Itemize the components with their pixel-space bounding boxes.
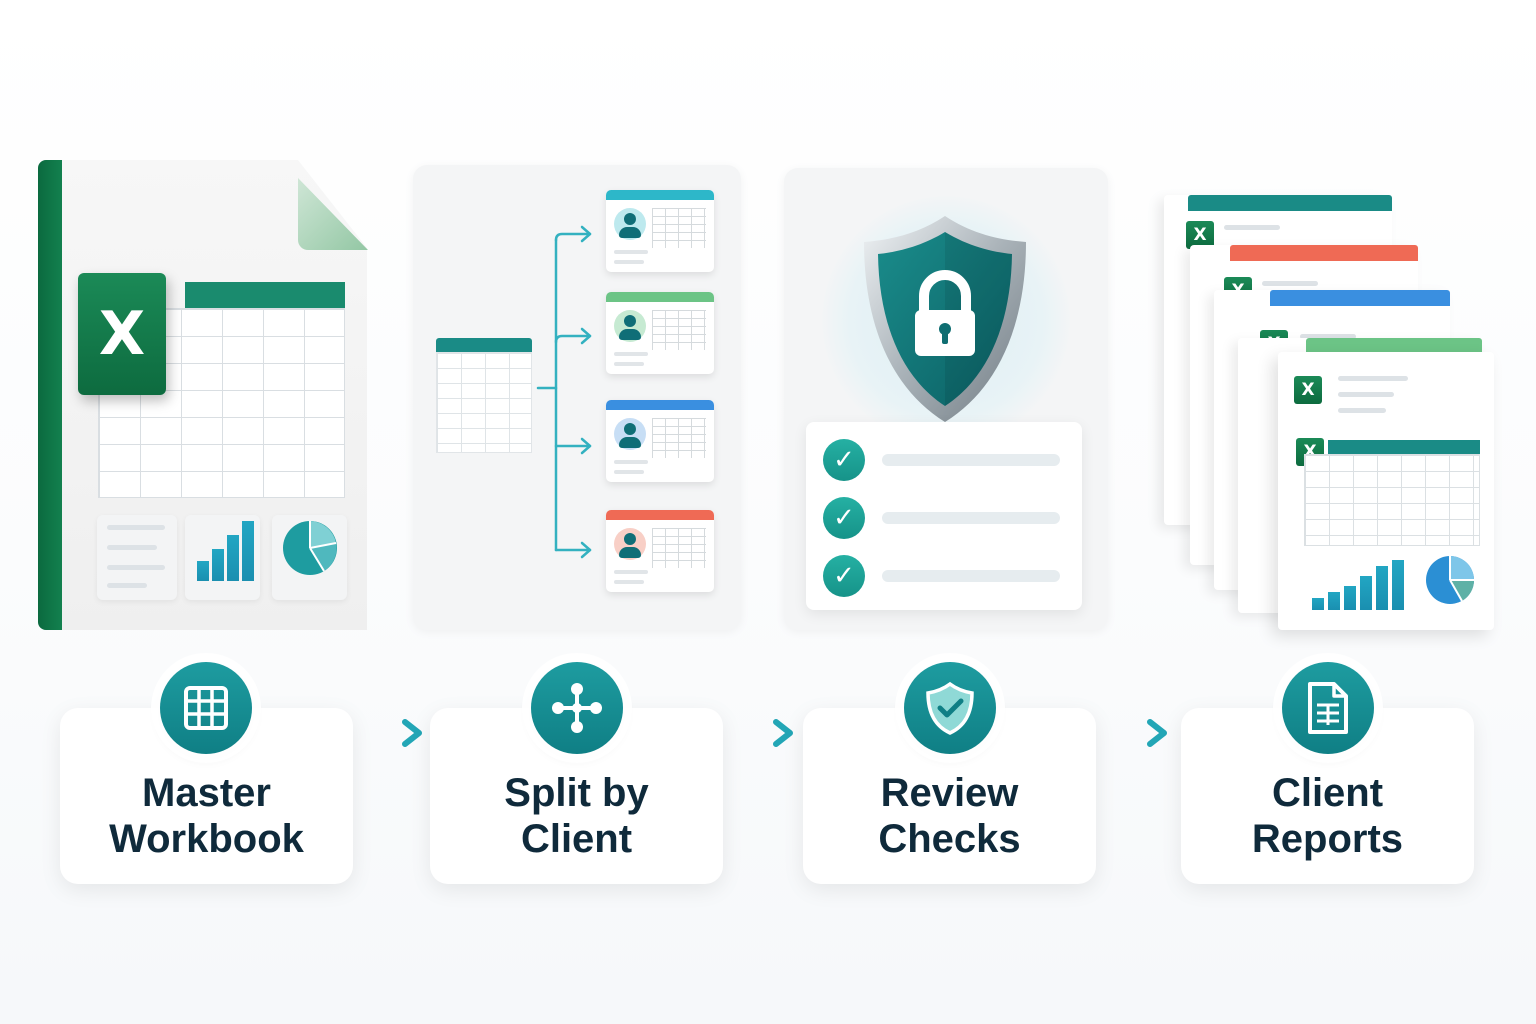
client-card-grid (652, 418, 706, 458)
client-card-header (606, 510, 714, 520)
report-sheet-header (1270, 290, 1450, 306)
client-card-line (614, 580, 644, 584)
excel-icon: X (78, 273, 166, 395)
excel-letter: X (98, 299, 146, 369)
report-bar (1312, 598, 1324, 610)
client-card-grid (652, 528, 706, 568)
shield-check-icon (926, 681, 974, 735)
report-sheet-header (1306, 338, 1482, 354)
checklist-line (882, 570, 1060, 582)
report-line (1262, 281, 1318, 286)
client-card-line (614, 470, 644, 474)
client-card-header (606, 400, 714, 410)
workbook-grid-header (185, 282, 345, 308)
step-label-line: Checks (878, 817, 1021, 861)
step-label-line: Reports (1251, 817, 1404, 861)
pie-chart-icon (283, 521, 337, 575)
client-card (606, 190, 714, 272)
report-line (1338, 392, 1394, 397)
workbook-text-tile (97, 515, 177, 600)
master-workbook-illustration (0, 0, 1, 1)
user-avatar-icon (614, 528, 646, 560)
flow-arrow (1098, 719, 1167, 747)
tile-line (107, 583, 147, 588)
report-bar (1392, 560, 1404, 610)
step-label-line: Master (142, 771, 271, 815)
pie-chart-icon (1426, 556, 1475, 604)
client-card-grid (652, 208, 706, 248)
step-label-line: Client (520, 817, 633, 861)
report-bar (1376, 566, 1388, 610)
step-icon-circle (904, 662, 996, 754)
excel-letter: X (1301, 380, 1315, 400)
report-sheet-header (1230, 245, 1418, 261)
grid-icon (184, 686, 228, 730)
tile-line (107, 565, 165, 570)
tile-line (107, 525, 165, 530)
document-icon (1308, 682, 1348, 734)
source-table-header (436, 338, 532, 352)
bar-chart-bar (197, 561, 209, 581)
client-card-grid (652, 310, 706, 350)
check-icon: ✓ (823, 497, 865, 539)
report-grid (1304, 454, 1480, 546)
excel-icon: X (1186, 221, 1214, 249)
excel-letter: X (1193, 225, 1207, 245)
user-avatar-icon (614, 418, 646, 450)
client-card (606, 510, 714, 592)
report-line (1300, 334, 1356, 339)
shield-lock-icon (864, 216, 1026, 422)
user-avatar-icon (614, 310, 646, 342)
report-line (1224, 225, 1280, 230)
step-label-client-reports: Client Reports (1181, 770, 1474, 862)
report-grid-header (1328, 440, 1480, 454)
workbook-bar-chart-tile (185, 515, 260, 600)
step-label-review-checks: Review Checks (803, 770, 1096, 862)
checklist-line (882, 512, 1060, 524)
check-icon: ✓ (823, 439, 865, 481)
step-label-line: Workbook (109, 817, 304, 861)
client-card-line (614, 570, 648, 574)
step-label-line: Review (880, 771, 1019, 815)
report-sheet-front: X X (1278, 352, 1494, 630)
split-connector-lines (536, 225, 592, 559)
report-line (1338, 376, 1408, 381)
bar-chart-bar (242, 521, 254, 581)
report-bar (1328, 592, 1340, 610)
step-label-master-workbook: Master Workbook (60, 770, 353, 862)
workbook-pie-chart-tile (272, 515, 347, 600)
bar-chart-bar (227, 535, 239, 581)
source-table-grid (436, 352, 532, 453)
client-card-line (614, 352, 648, 356)
client-card-line (614, 260, 644, 264)
step-icon-circle (160, 662, 252, 754)
step-label-line: Client (1271, 771, 1384, 815)
client-card (606, 400, 714, 482)
check-icon: ✓ (823, 555, 865, 597)
workbook-page-fold (298, 178, 368, 250)
client-card-line (614, 362, 644, 366)
client-card-line (614, 460, 648, 464)
source-table (436, 338, 532, 453)
report-bar (1360, 576, 1372, 610)
client-card-line (614, 250, 648, 254)
step-label-line: Split by (504, 771, 649, 815)
step-label-split-by-client: Split by Client (430, 770, 723, 862)
report-bar (1344, 586, 1356, 610)
user-avatar-icon (614, 208, 646, 240)
checklist-line (882, 454, 1060, 466)
report-sheet-header (1188, 195, 1392, 211)
step-icon-circle (1282, 662, 1374, 754)
flow-arrow (724, 719, 793, 747)
client-card-header (606, 292, 714, 302)
tile-line (107, 545, 157, 550)
split-icon (552, 683, 602, 733)
excel-icon: X (1294, 376, 1322, 404)
step-icon-circle (531, 662, 623, 754)
flow-arrow (353, 719, 422, 747)
client-card (606, 292, 714, 374)
bar-chart-bar (212, 549, 224, 581)
client-card-header (606, 190, 714, 200)
report-line (1338, 408, 1386, 413)
